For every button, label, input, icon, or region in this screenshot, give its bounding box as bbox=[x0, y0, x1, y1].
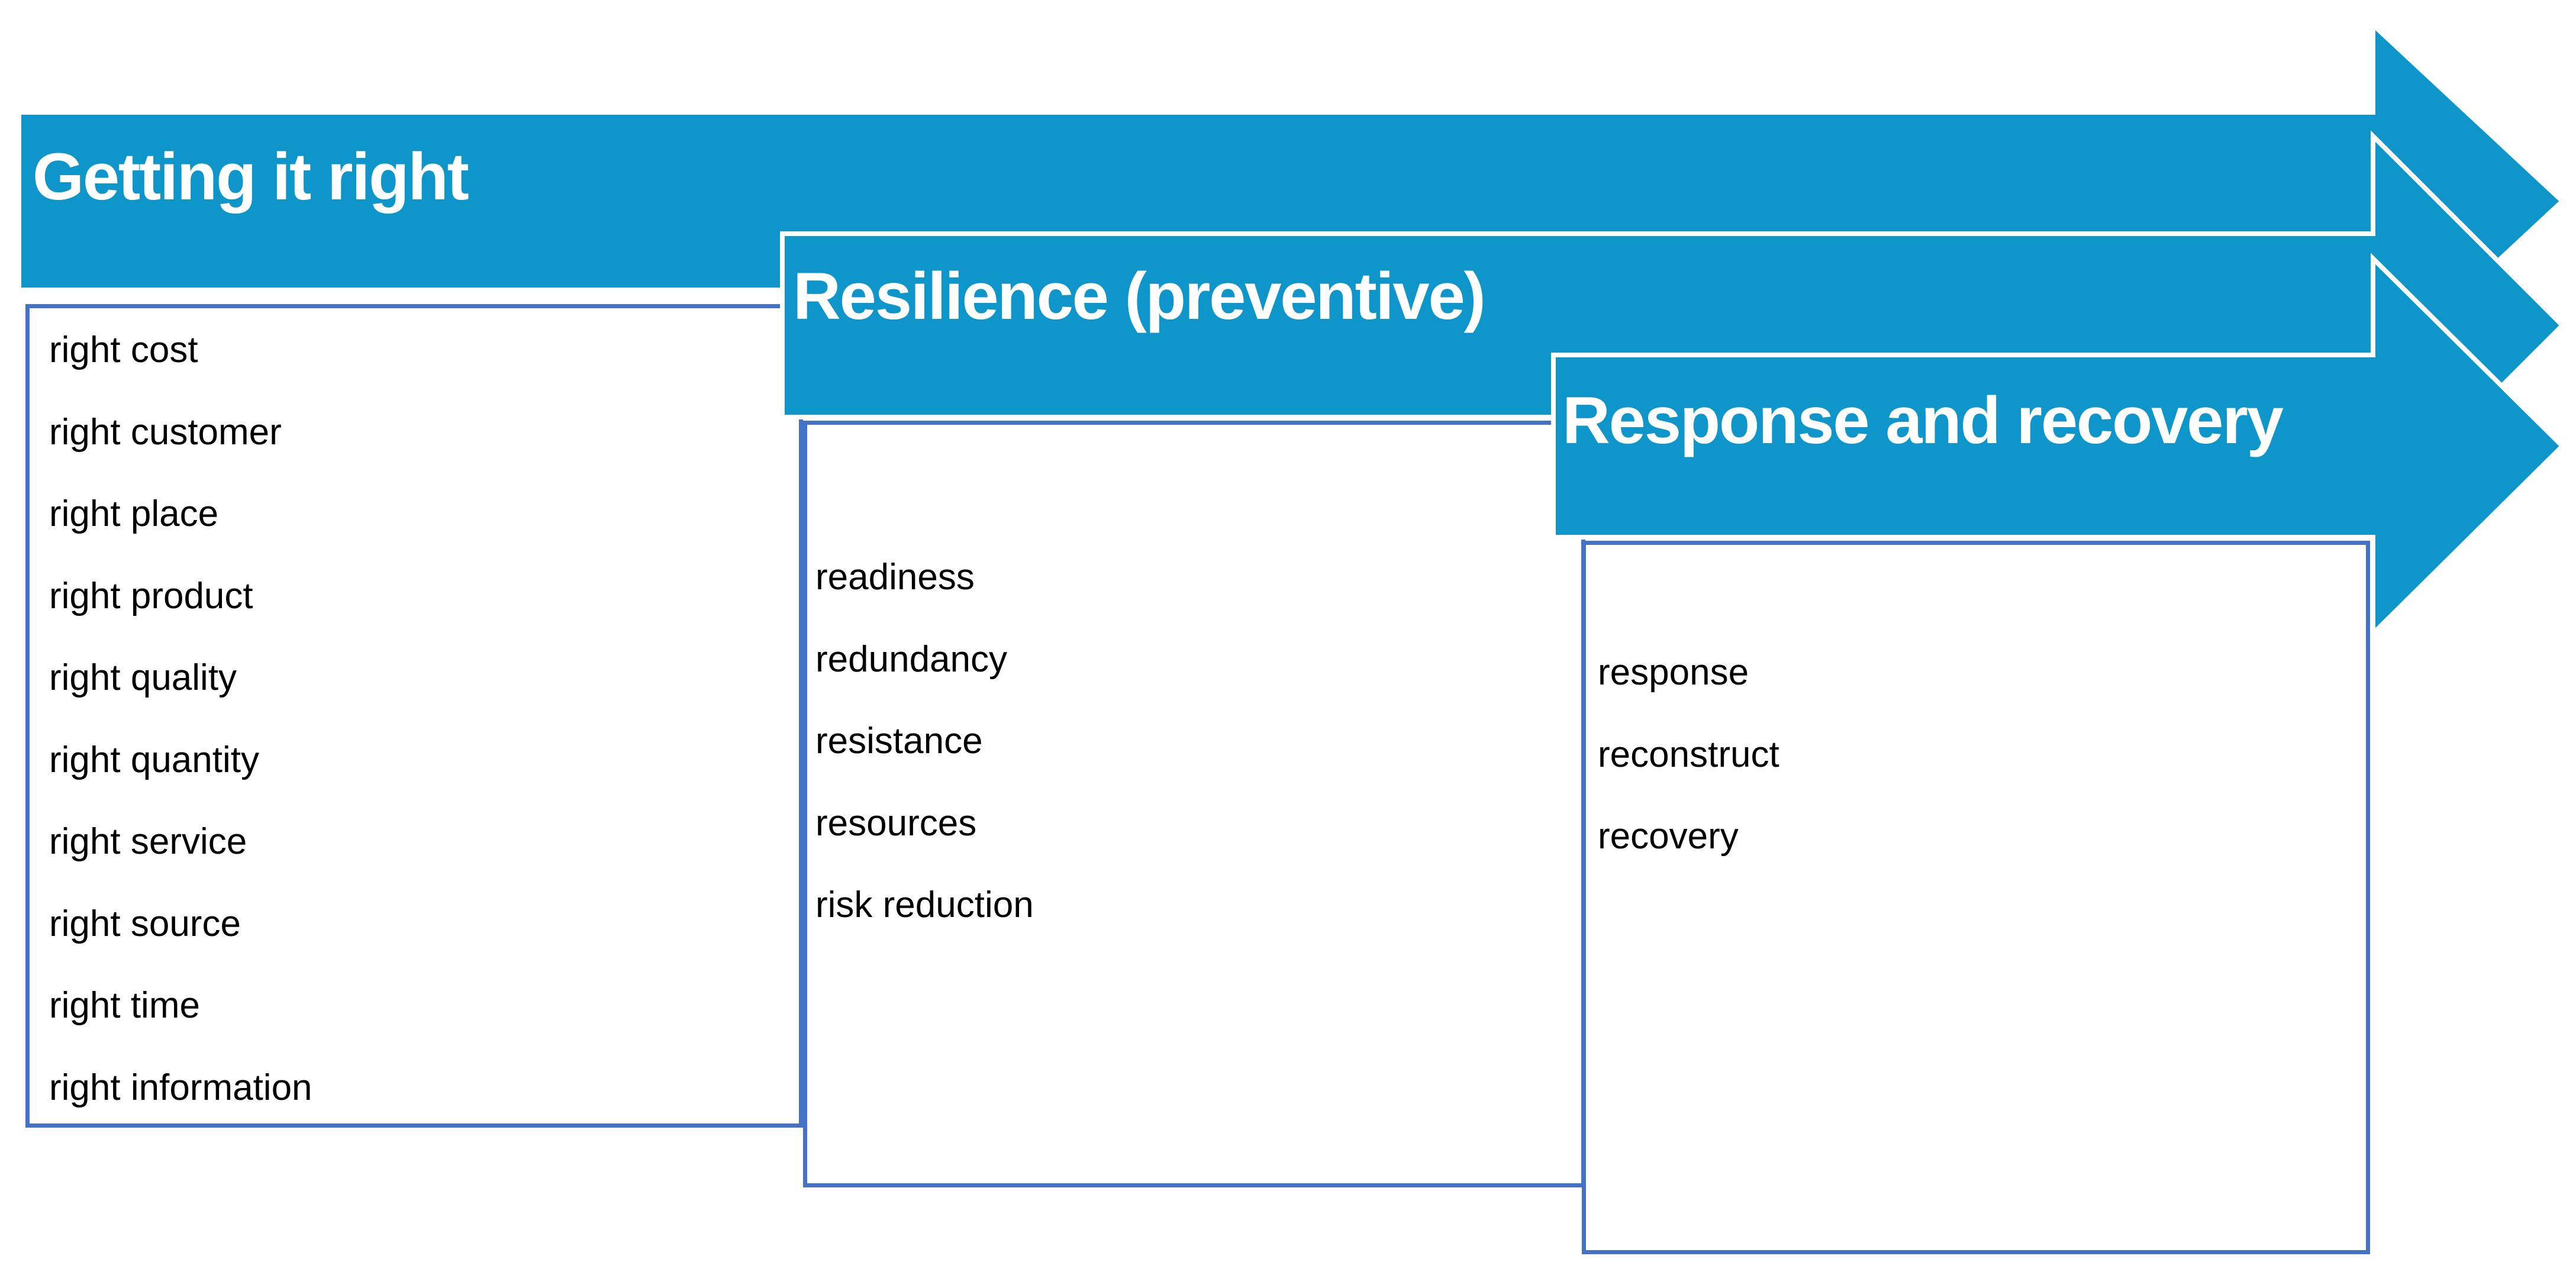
list-item: right time bbox=[49, 985, 200, 1026]
list-item: right service bbox=[49, 821, 247, 862]
banner-title-response-recovery: Response and recovery bbox=[1562, 383, 2284, 457]
box-resilience bbox=[803, 421, 1585, 1187]
list-response-recovery: response reconstruct recovery bbox=[1598, 632, 1779, 878]
list-item: right place bbox=[49, 493, 219, 534]
right-arrow-shape-3 bbox=[1551, 253, 2566, 640]
list-item: resistance bbox=[815, 721, 983, 761]
list-item: reconstruct bbox=[1598, 734, 1779, 775]
banner-title-resilience: Resilience (preventive) bbox=[793, 259, 1486, 333]
list-item: resources bbox=[815, 802, 977, 844]
box-getting-it-right bbox=[25, 304, 803, 1128]
list-item: right quantity bbox=[49, 739, 259, 780]
list-item: right product bbox=[49, 575, 253, 616]
list-item: right customer bbox=[49, 411, 282, 453]
list-item: right source bbox=[49, 903, 241, 944]
list-resilience: readiness redundancy resistance resource… bbox=[815, 537, 1034, 947]
list-item: right information bbox=[49, 1067, 312, 1108]
list-item: readiness bbox=[815, 557, 975, 598]
list-item: redundancy bbox=[815, 638, 1008, 680]
list-item: response bbox=[1598, 652, 1749, 693]
list-getting-it-right: right cost right customer right place ri… bbox=[49, 309, 312, 1129]
box-response-recovery bbox=[1582, 541, 2370, 1254]
list-item: recovery bbox=[1598, 816, 1739, 857]
banner-title-getting-it-right: Getting it right bbox=[33, 140, 469, 214]
list-item: right cost bbox=[49, 330, 198, 370]
list-item: right quality bbox=[49, 657, 237, 698]
list-item: risk reduction bbox=[815, 884, 1034, 925]
